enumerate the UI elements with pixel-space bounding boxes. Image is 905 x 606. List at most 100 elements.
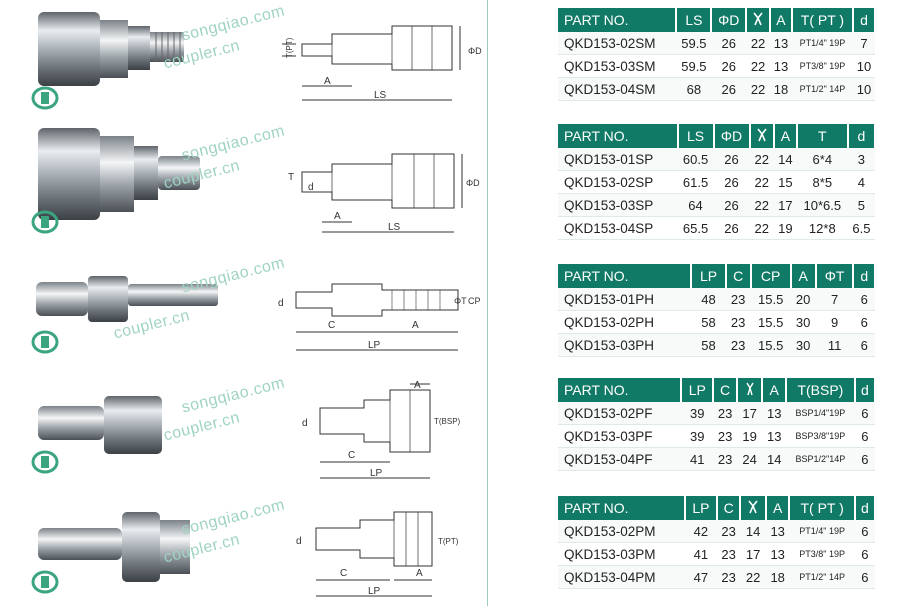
- col-c: C: [713, 378, 738, 402]
- table-header-row: PART NO. LP C CP A ΦT d: [558, 264, 876, 288]
- cell: 23: [716, 565, 741, 589]
- cell: 47: [684, 565, 717, 589]
- cell: 10: [852, 77, 875, 101]
- cell-part-no: QKD153-01PH: [558, 288, 692, 311]
- cell-part-no: QKD153-02PM: [558, 520, 685, 543]
- cell: 6: [854, 424, 875, 448]
- cell: 23: [713, 447, 737, 471]
- table-row: QKD153-01SP 60.5 26 22 14 6*4 3: [558, 148, 875, 171]
- cell: 13: [762, 424, 786, 448]
- table-row: QKD153-04PF 41 23 24 14 BSP1/2"14P 6: [558, 447, 875, 471]
- col-a: A: [769, 8, 793, 32]
- dim-c-label: C: [348, 450, 355, 461]
- cell: 17: [740, 542, 766, 566]
- cell: 15.5: [750, 288, 791, 311]
- cell: 41: [684, 542, 717, 566]
- dim-ls-label: LS: [388, 222, 401, 233]
- cell: 26: [711, 54, 747, 78]
- dim-t-label: ΦT: [454, 296, 467, 306]
- dim-d-label: ΦD: [468, 46, 482, 56]
- cell: 22: [740, 565, 766, 589]
- cell: 61.5: [677, 170, 714, 194]
- cell: 48: [691, 288, 726, 311]
- dim-small-d-label: d: [308, 182, 314, 193]
- cell: 13: [765, 520, 790, 543]
- col-d: d: [854, 496, 877, 520]
- cell: PT3/8" 19P: [789, 542, 855, 566]
- cell: 22: [749, 170, 775, 194]
- cell: 15.5: [750, 333, 791, 357]
- col-d: d: [852, 8, 877, 32]
- table-header-row: PART NO. LS ΦD A T( PT ) d: [558, 8, 877, 32]
- cell: 23: [716, 542, 741, 566]
- col-thread: T: [796, 124, 849, 148]
- dim-a-label: A: [324, 76, 331, 87]
- cell: 17: [736, 402, 763, 425]
- cell-part-no: QKD153-03PM: [558, 542, 685, 566]
- table-row: QKD153-04SM 68 26 22 18 PT1/2" 14P 10: [558, 77, 875, 101]
- cell: PT1/4" 19P: [789, 520, 855, 543]
- col-part-no: PART NO.: [558, 8, 678, 32]
- col-part-no: PART NO.: [558, 264, 693, 288]
- drawing-pf: A C LP d T(BSP): [302, 380, 461, 479]
- spec-table-pf: PART NO. LP C A T(BSP) d QKD153-02PF 39 …: [558, 378, 877, 471]
- cell: 14: [762, 447, 786, 471]
- cell: 6: [854, 542, 875, 566]
- cell: 20: [790, 288, 816, 311]
- cell-part-no: QKD153-02PF: [558, 402, 682, 425]
- table-header-row: PART NO. LS ΦD A T d: [558, 124, 877, 148]
- cell: PT3/8" 19P: [791, 54, 853, 78]
- cell: 26: [711, 77, 747, 101]
- dim-lp-label: LP: [368, 586, 381, 597]
- cell: 7: [852, 32, 875, 55]
- table-header-row: PART NO. LP C A T(BSP) d: [558, 378, 877, 402]
- cell: 13: [769, 32, 792, 55]
- wrench-icon: [753, 12, 763, 25]
- cell: 23: [725, 288, 751, 311]
- dim-a-label: A: [416, 568, 423, 579]
- cell: 24: [736, 447, 763, 471]
- cell: 10: [852, 54, 875, 78]
- photo-sp-socket: [38, 128, 200, 220]
- dim-cp-label: CP: [468, 296, 481, 306]
- cell-part-no: QKD153-03PH: [558, 333, 692, 357]
- col-ls: LS: [677, 124, 715, 148]
- cell: 39: [681, 402, 714, 425]
- cell: BSP1/2"14P: [786, 447, 855, 471]
- cell-part-no: QKD153-04PM: [558, 565, 685, 589]
- cell: 6: [854, 402, 875, 425]
- drawing-ph: C A LP d ΦT CP: [278, 283, 481, 351]
- table-row: QKD153-01PH 48 23 15.5 20 7 6: [558, 288, 875, 311]
- table-row: QKD153-03PM 41 23 17 13 PT3/8" 19P 6: [558, 542, 875, 566]
- drawing-sp: A LS ΦD T d: [288, 153, 480, 233]
- dim-a-label: A: [334, 211, 341, 222]
- cell-part-no: QKD153-04PF: [558, 447, 682, 471]
- col-c: C: [725, 264, 752, 288]
- spec-table-pm: PART NO. LP C A T( PT ) d QKD153-02PM 42…: [558, 496, 877, 589]
- dim-t-label: T(PT): [438, 537, 459, 546]
- table-row: QKD153-02SP 61.5 26 22 15 8*5 4: [558, 170, 875, 194]
- cell: 64: [677, 193, 714, 217]
- cell: 6: [853, 310, 875, 334]
- col-wrench: [746, 8, 771, 32]
- col-diameter: ΦD: [713, 124, 751, 148]
- col-part-no: PART NO.: [558, 378, 683, 402]
- column-divider: [487, 0, 488, 606]
- cell: 13: [762, 402, 786, 425]
- table-row: QKD153-03PF 39 23 19 13 BSP3/8"19P 6: [558, 424, 875, 448]
- col-lp: LP: [691, 264, 727, 288]
- cell: 19: [736, 424, 763, 448]
- cell: 18: [769, 77, 792, 101]
- table-row: QKD153-04PM 47 23 22 18 PT1/2" 14P 6: [558, 565, 875, 589]
- cell: BSP1/4"19P: [786, 402, 855, 425]
- dim-t-label: T(BSP): [434, 417, 461, 426]
- wrench-icon: [757, 128, 767, 141]
- col-a: A: [774, 124, 798, 148]
- photo-pf-plug: [38, 396, 162, 454]
- col-diameter: ΦD: [711, 8, 748, 32]
- cell: 26: [713, 148, 750, 171]
- cell: 19: [774, 216, 797, 240]
- drawing-sm: A LS ΦD T(PT): [282, 25, 482, 101]
- cell: PT1/2" 14P: [789, 565, 855, 589]
- cell: 39: [681, 424, 714, 448]
